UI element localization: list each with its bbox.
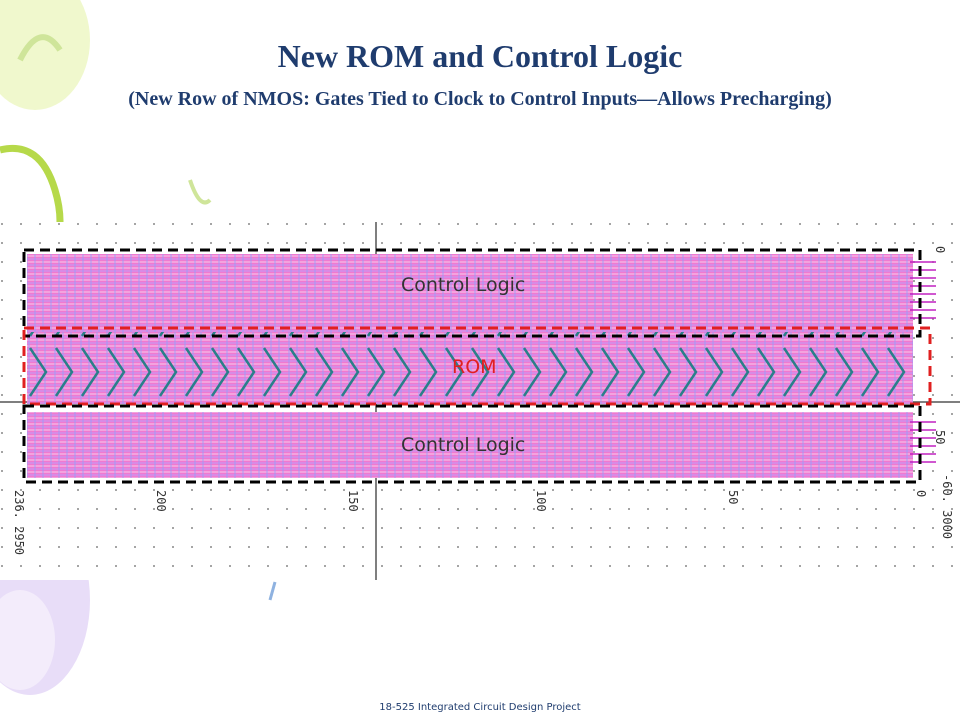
x-tick-label: 150 xyxy=(346,490,360,512)
region-label-control-logic-top: Control Logic xyxy=(401,274,526,296)
slide-title: New ROM and Control Logic xyxy=(277,38,683,74)
slide-subtitle: (New Row of NMOS: Gates Tied to Clock to… xyxy=(128,88,832,110)
x-tick-label: 236. 2950 xyxy=(12,490,26,556)
x-tick-label: -60. 3000 xyxy=(940,474,954,540)
control-logic-bottom-outline xyxy=(22,404,922,484)
y-tick-label: 0 xyxy=(933,246,947,254)
x-tick-label: 200 xyxy=(154,490,168,512)
footer-text: 18-525 Integrated Circuit Design Project xyxy=(379,702,581,713)
layout-canvas xyxy=(0,222,960,580)
x-tick-label: 0 xyxy=(914,490,928,498)
pin-stubs xyxy=(910,261,936,463)
control-logic-top-fill xyxy=(27,254,913,332)
rom-outline xyxy=(22,326,932,406)
layout-view: Control Logic ROM Control Logic 236. 295… xyxy=(0,222,960,580)
region-label-control-logic-bottom: Control Logic xyxy=(401,434,526,456)
y-tick-label: 50 xyxy=(933,430,947,445)
rom-fill xyxy=(27,332,913,404)
x-tick-label: 100 xyxy=(534,490,548,512)
control-logic-bottom-fill xyxy=(27,412,913,478)
control-logic-top-outline xyxy=(22,248,922,338)
x-tick-label: 50 xyxy=(726,490,740,505)
region-label-rom: ROM xyxy=(452,356,497,378)
